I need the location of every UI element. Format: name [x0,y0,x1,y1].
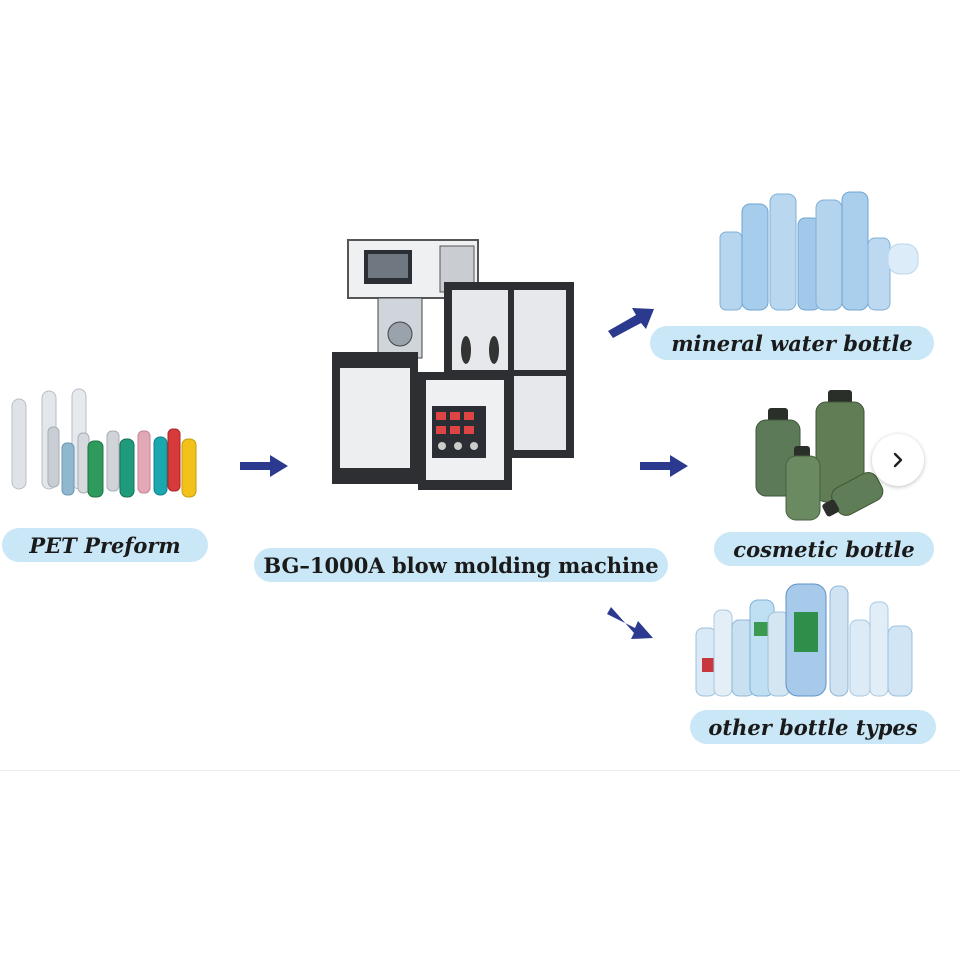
cosmetic-label: cosmetic bottle [714,532,934,566]
pet-preform-image [11,388,197,498]
mineral-water-bottle-image [719,191,919,311]
mineral-label: mineral water bottle [650,326,934,360]
arrow-icon [607,607,653,639]
machine-label: BG–1000A blow molding machine [254,548,668,582]
next-button[interactable] [872,434,924,486]
preform-label: PET Preform [2,528,208,562]
cosmetic-bottle-image [755,390,884,521]
chevron-right-icon [893,452,903,468]
diagram-panel: PET Preform BG–10 [0,191,960,771]
other-label: other bottle types [690,710,936,744]
other-bottle-types-image [695,583,913,697]
arrow-icon [608,308,654,338]
arrow-icon [240,455,288,477]
arrow-icon [640,455,688,477]
blow-molding-machine-image [332,239,574,490]
